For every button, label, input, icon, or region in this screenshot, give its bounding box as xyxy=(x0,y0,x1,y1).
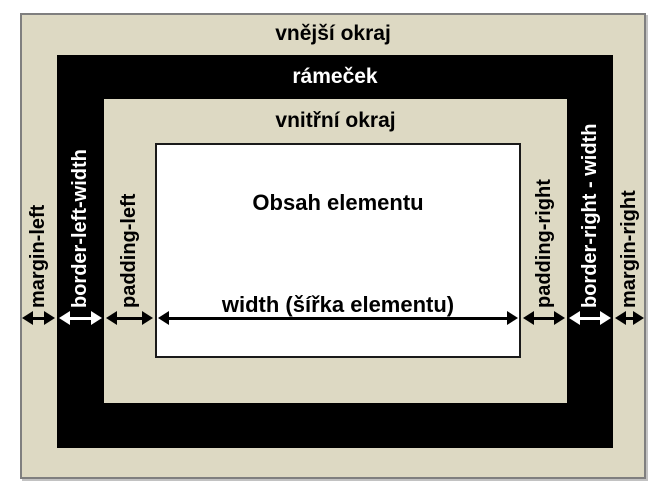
border-right-label: border-right - width xyxy=(579,123,601,308)
border-label: rámeček xyxy=(292,65,378,88)
border-left-arrow-icon xyxy=(59,311,102,325)
padding-right-label: padding-right xyxy=(533,179,555,308)
padding-left-arrow-icon xyxy=(106,311,153,325)
border-left-label: border-left-width xyxy=(69,149,91,308)
outer-margin-label: vnější okraj xyxy=(275,22,391,45)
margin-right-arrow-icon xyxy=(615,311,644,325)
margin-right-label: margin-right xyxy=(618,190,640,308)
margin-left-label: margin-left xyxy=(27,204,49,308)
padding-right-arrow-icon xyxy=(523,311,565,325)
content-label: Obsah elementu xyxy=(252,190,424,215)
margin-left-arrow-icon xyxy=(22,311,55,325)
width-arrow-icon xyxy=(158,311,518,325)
border-right-arrow-icon xyxy=(569,311,611,325)
inner-margin-label: vnitřní okraj xyxy=(275,109,396,132)
content-area xyxy=(155,143,521,358)
padding-left-label: padding-left xyxy=(118,193,140,308)
